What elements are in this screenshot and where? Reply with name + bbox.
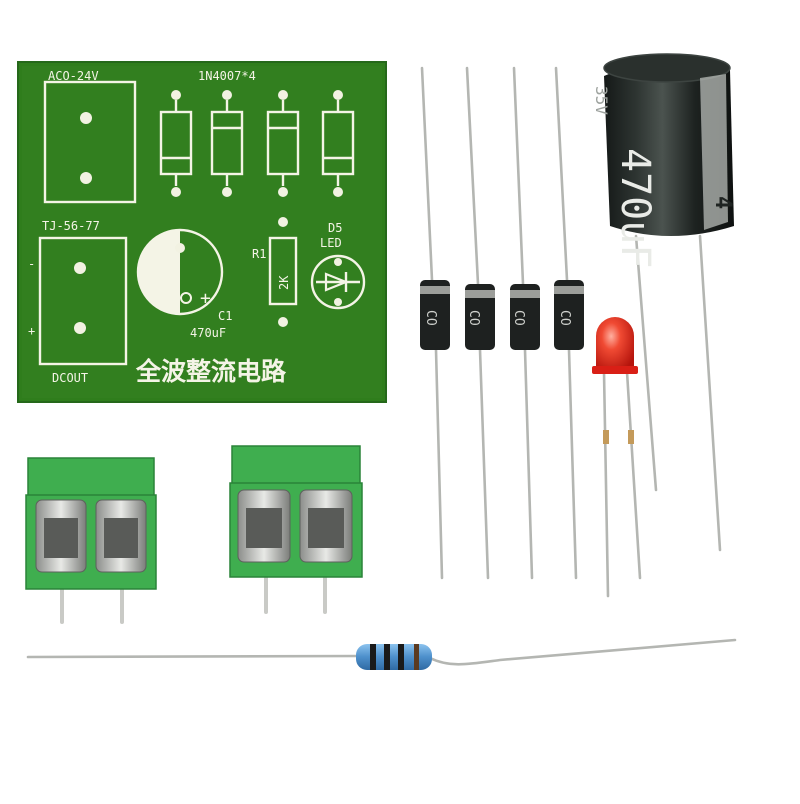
capacitor-rating: 35V bbox=[592, 86, 611, 115]
label-cap-plus: + bbox=[200, 288, 211, 309]
diode-marking: CO bbox=[511, 310, 526, 326]
pad bbox=[80, 172, 92, 184]
diode-marking: CO bbox=[423, 310, 438, 326]
resistor-footprint: R1 2K bbox=[252, 217, 298, 327]
diode: CO bbox=[510, 66, 540, 580]
led-footprint: D5 LED bbox=[310, 221, 366, 310]
label-cap-value: 470uF bbox=[190, 326, 226, 340]
diode-footprint bbox=[159, 90, 193, 197]
label-2k: 2K bbox=[277, 275, 291, 290]
diode-marking: CO bbox=[557, 310, 572, 326]
diode: CO bbox=[554, 66, 584, 580]
resistor-band bbox=[414, 644, 419, 670]
terminal-block-right bbox=[229, 445, 363, 614]
label-dcout: DCOUT bbox=[52, 371, 88, 385]
label-r1: R1 bbox=[252, 247, 266, 261]
resistor-band bbox=[384, 644, 390, 670]
capacitor-stripe-mark: 4 bbox=[710, 196, 735, 209]
resistor-band bbox=[370, 644, 376, 670]
red-led bbox=[592, 317, 642, 598]
pcb-board: ACO-24V 1N4007*4 bbox=[17, 61, 387, 403]
diode-marking: CO bbox=[466, 310, 481, 326]
diode: CO bbox=[465, 66, 495, 580]
diode: CO bbox=[420, 66, 450, 580]
pad bbox=[74, 322, 86, 334]
label-diodes: 1N4007*4 bbox=[198, 69, 256, 83]
diode-footprint bbox=[210, 90, 244, 197]
resistor-band bbox=[398, 644, 404, 670]
capacitor-footprint: + C1 470uF bbox=[136, 228, 232, 340]
pcb-title: 全波整流电路 bbox=[135, 357, 287, 386]
label-plus: + bbox=[28, 324, 35, 338]
label-ac-input: ACO-24V bbox=[48, 69, 99, 83]
label-d5: D5 bbox=[328, 221, 342, 235]
label-c1: C1 bbox=[218, 309, 232, 323]
label-led: LED bbox=[320, 236, 342, 250]
diode-footprint bbox=[266, 90, 300, 197]
diodes-1n4007: CO CO CO CO bbox=[420, 66, 584, 580]
label-tj: TJ-56-77 bbox=[42, 219, 100, 233]
electrolytic-capacitor: 470uF 35V 4 bbox=[592, 53, 735, 552]
diode-footprints bbox=[159, 90, 355, 197]
capacitor-value: 470uF bbox=[612, 148, 658, 268]
label-minus: - bbox=[28, 257, 35, 271]
pad bbox=[74, 262, 86, 274]
diode-footprint bbox=[321, 90, 355, 197]
input-connector-outline bbox=[43, 80, 137, 204]
terminal-block-left bbox=[25, 457, 157, 624]
pad bbox=[80, 112, 92, 124]
output-connector-outline bbox=[38, 236, 128, 366]
resistor bbox=[26, 638, 737, 670]
